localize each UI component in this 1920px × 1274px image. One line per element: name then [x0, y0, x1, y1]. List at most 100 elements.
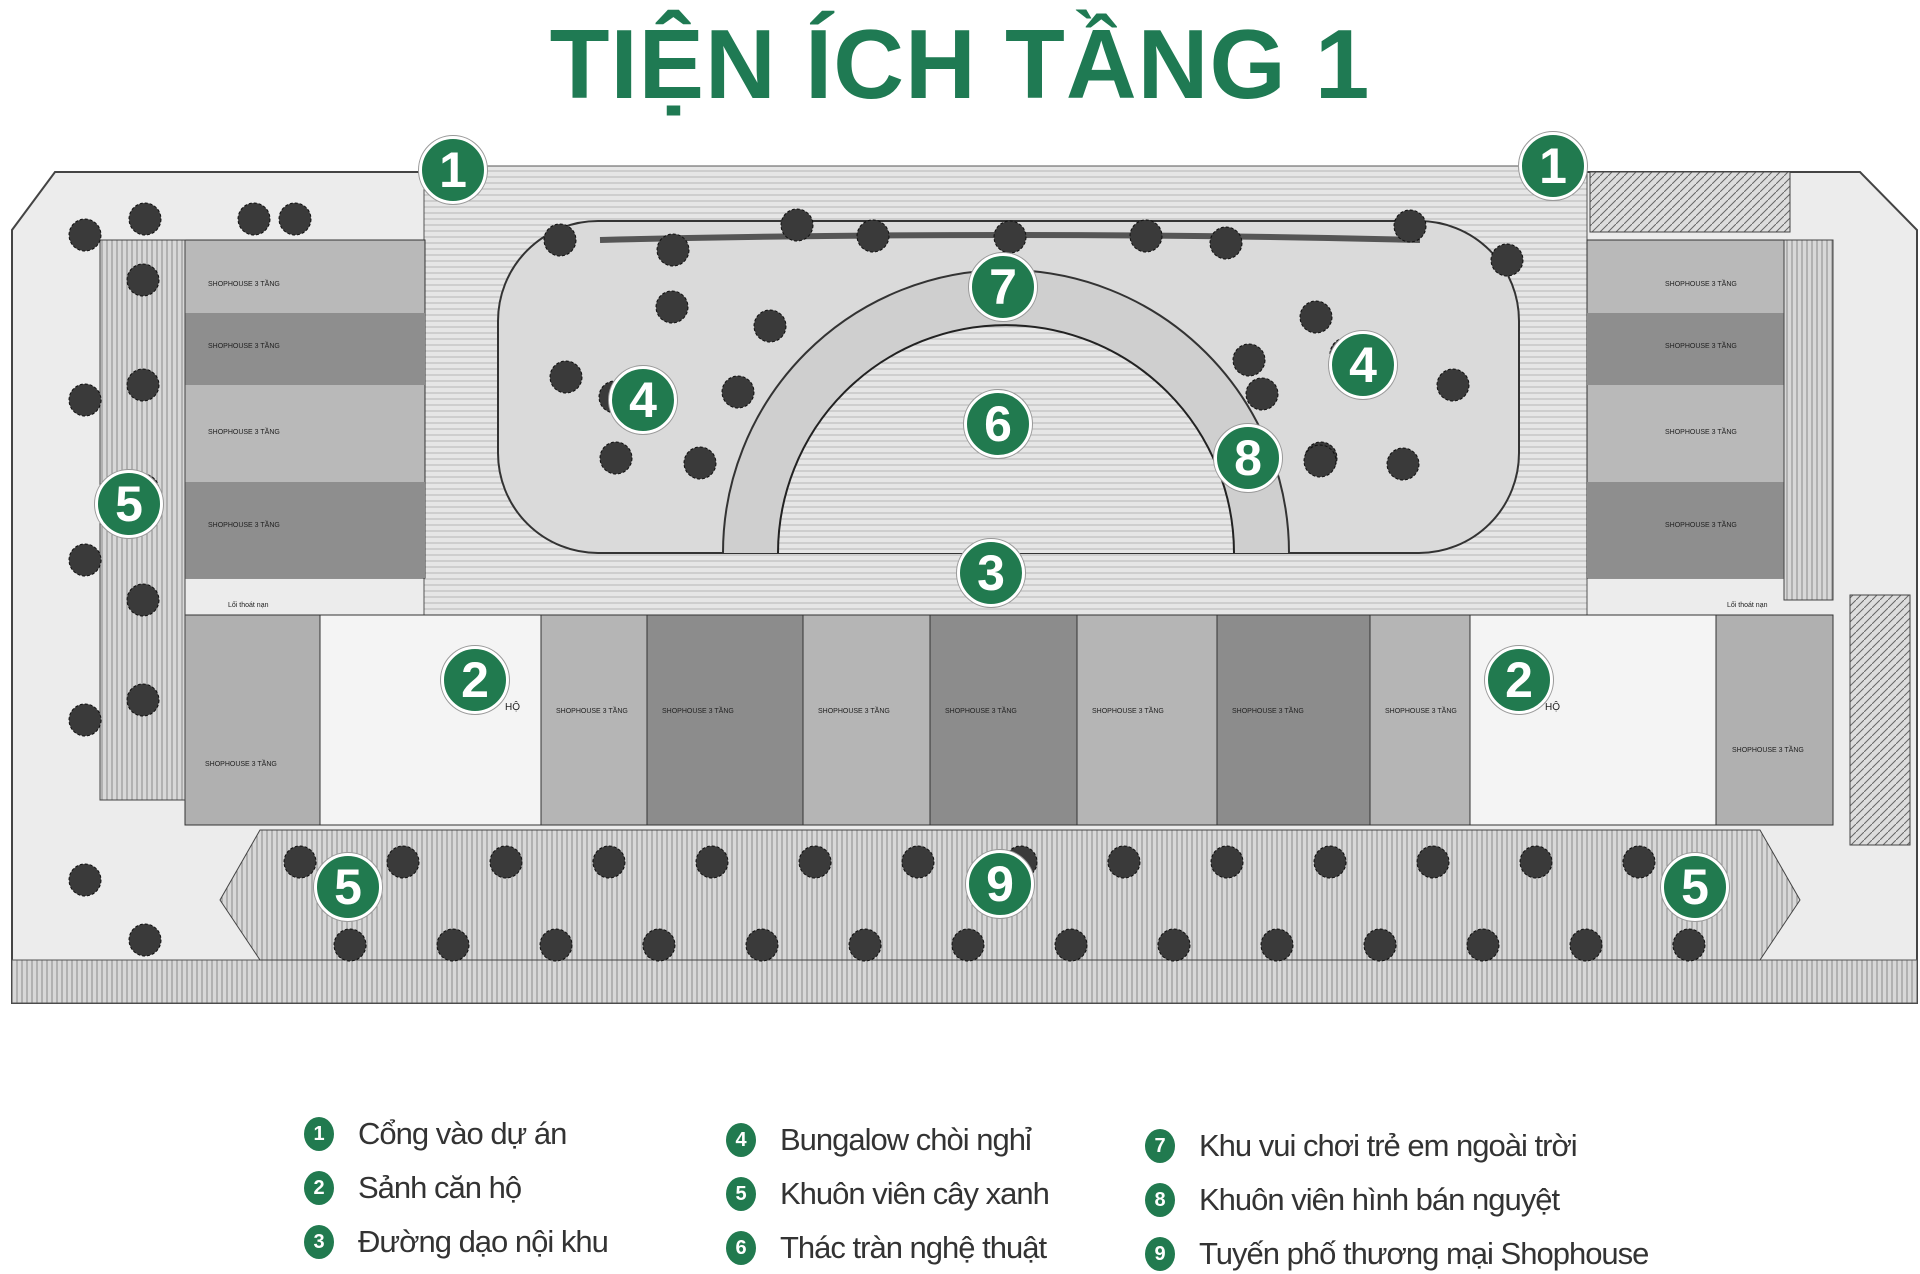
amenity-marker-9: 9	[966, 850, 1034, 918]
legend-label: Bungalow chòi nghỉ	[780, 1122, 1032, 1157]
tree-icon	[489, 845, 523, 879]
tree-icon	[1299, 300, 1333, 334]
tree-icon	[642, 928, 676, 962]
tree-icon	[1129, 219, 1163, 253]
unit-label: SHOPHOUSE 3 TẦNG	[208, 519, 280, 529]
tree-icon	[1436, 368, 1470, 402]
tree-icon	[745, 928, 779, 962]
legend-label: Tuyến phố thương mại Shophouse	[1199, 1236, 1649, 1271]
tree-icon	[1393, 209, 1427, 243]
tree-icon	[1260, 928, 1294, 962]
tree-icon	[126, 683, 160, 717]
unit-label: SHOPHOUSE 3 TẦNG	[208, 278, 280, 288]
amenity-marker-5: 5	[1661, 853, 1729, 921]
amenity-marker-2: 2	[441, 646, 509, 714]
tree-icon	[1313, 845, 1347, 879]
amenity-marker-4: 4	[1329, 331, 1397, 399]
tree-icon	[436, 928, 470, 962]
unit-label: SHOPHOUSE 3 TẦNG	[662, 705, 734, 715]
unit-label: SHOPHOUSE 3 TẦNG	[1732, 744, 1804, 754]
tree-icon	[68, 863, 102, 897]
tree-icon	[1245, 377, 1279, 411]
tree-icon	[283, 845, 317, 879]
tree-icon	[128, 202, 162, 236]
exit-label: Lối thoát nạn	[228, 600, 269, 609]
tree-icon	[386, 845, 420, 879]
tree-icon	[1416, 845, 1450, 879]
amenity-marker-5: 5	[314, 853, 382, 921]
tree-icon	[656, 233, 690, 267]
unit-label: SHOPHOUSE 3 TẦNG	[1665, 340, 1737, 350]
tree-icon	[695, 845, 729, 879]
exit-label: Lối thoát nạn	[1727, 600, 1768, 609]
unit-label: SHOPHOUSE 3 TẦNG	[1665, 519, 1737, 529]
tree-icon	[1232, 343, 1266, 377]
shophouse-unit	[929, 614, 1078, 826]
legend-number-badge: 3	[304, 1225, 334, 1259]
unit-label: SHOPHOUSE 3 TẦNG	[1232, 705, 1304, 715]
legend-number-badge: 9	[1145, 1237, 1175, 1271]
tree-icon	[1672, 928, 1706, 962]
tree-icon	[68, 218, 102, 252]
tree-icon	[278, 202, 312, 236]
legend-number-badge: 2	[304, 1171, 334, 1205]
tree-icon	[1519, 845, 1553, 879]
lobby-label: HỘ	[1545, 700, 1560, 713]
trees	[68, 202, 1706, 962]
tree-icon	[951, 928, 985, 962]
tree-icon	[1622, 845, 1656, 879]
legend-item: 8 Khuôn viên hình bán nguyệt	[1145, 1180, 1560, 1220]
tree-icon	[539, 928, 573, 962]
unit-label: SHOPHOUSE 3 TẦNG	[205, 758, 277, 768]
tree-icon	[1490, 243, 1524, 277]
tree-icon	[1210, 845, 1244, 879]
shophouse-unit	[540, 614, 648, 826]
unit-label: SHOPHOUSE 3 TẦNG	[818, 705, 890, 715]
tree-icon	[68, 703, 102, 737]
tree-icon	[543, 223, 577, 257]
lobby-label: HỘ	[505, 700, 520, 713]
tree-icon	[68, 383, 102, 417]
legend-label: Khuôn viên hình bán nguyệt	[1199, 1182, 1560, 1217]
amenity-marker-3: 3	[957, 539, 1025, 607]
tree-icon	[1466, 928, 1500, 962]
legend-number-badge: 5	[726, 1177, 756, 1211]
tree-icon	[1157, 928, 1191, 962]
tree-icon	[549, 360, 583, 394]
tree-icon	[599, 441, 633, 475]
legend-number-badge: 8	[1145, 1183, 1175, 1217]
legend-item: 5 Khuôn viên cây xanh	[726, 1174, 1050, 1214]
tree-icon	[901, 845, 935, 879]
tree-icon	[780, 208, 814, 242]
amenity-marker-2: 2	[1485, 646, 1553, 714]
legend-number-badge: 7	[1145, 1129, 1175, 1163]
amenity-marker-5: 5	[95, 470, 163, 538]
tree-icon	[1569, 928, 1603, 962]
unit-label: SHOPHOUSE 3 TẦNG	[208, 340, 280, 350]
unit-label: SHOPHOUSE 3 TẦNG	[556, 705, 628, 715]
legend-label: Khu vui chơi trẻ em ngoài trời	[1199, 1128, 1578, 1163]
legend-label: Khuôn viên cây xanh	[780, 1176, 1050, 1211]
legend-label: Cổng vào dự án	[358, 1116, 567, 1151]
tree-icon	[721, 375, 755, 409]
unit-label: SHOPHOUSE 3 TẦNG	[208, 426, 280, 436]
shophouse-unit	[1076, 614, 1218, 826]
amenity-marker-8: 8	[1214, 424, 1282, 492]
bottom-units	[540, 614, 1471, 826]
unit-label: SHOPHOUSE 3 TẦNG	[1385, 705, 1457, 715]
amenity-marker-1: 1	[1519, 132, 1587, 200]
tree-icon	[683, 446, 717, 480]
lobby-areas: HỘ HỘ Lối thoát nạn Lối thoát nạn	[228, 600, 1768, 826]
unit-label: SHOPHOUSE 3 TẦNG	[1665, 426, 1737, 436]
tree-icon	[1054, 928, 1088, 962]
tree-icon	[1386, 447, 1420, 481]
tree-icon	[126, 368, 160, 402]
legend-number-badge: 1	[304, 1117, 334, 1151]
amenity-marker-1: 1	[419, 136, 487, 204]
page-title: TIỆN ÍCH TẦNG 1	[549, 9, 1371, 119]
amenity-marker-6: 6	[964, 390, 1032, 458]
